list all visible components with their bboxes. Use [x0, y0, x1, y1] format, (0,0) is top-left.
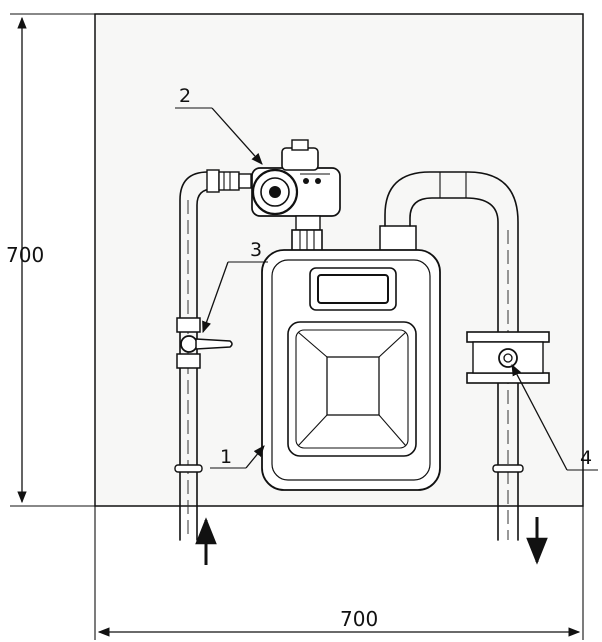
callout-2: 2	[179, 85, 191, 107]
callout-4: 4	[580, 447, 592, 469]
height-dimension-label: 700	[6, 243, 44, 267]
callout-leaders	[175, 107, 598, 471]
gas-meter	[261, 249, 441, 491]
width-dimension-label: 700	[340, 607, 378, 631]
dimension-lines	[10, 13, 584, 640]
callout-3: 3	[250, 239, 262, 261]
gas-regulator	[251, 139, 341, 253]
callout-1: 1	[220, 446, 232, 468]
shutoff-valve	[176, 317, 233, 369]
inlet-pipe	[174, 169, 252, 541]
pipe-bracket	[466, 331, 550, 384]
flow-arrows	[195, 517, 548, 565]
outlet-pipe	[379, 171, 524, 541]
